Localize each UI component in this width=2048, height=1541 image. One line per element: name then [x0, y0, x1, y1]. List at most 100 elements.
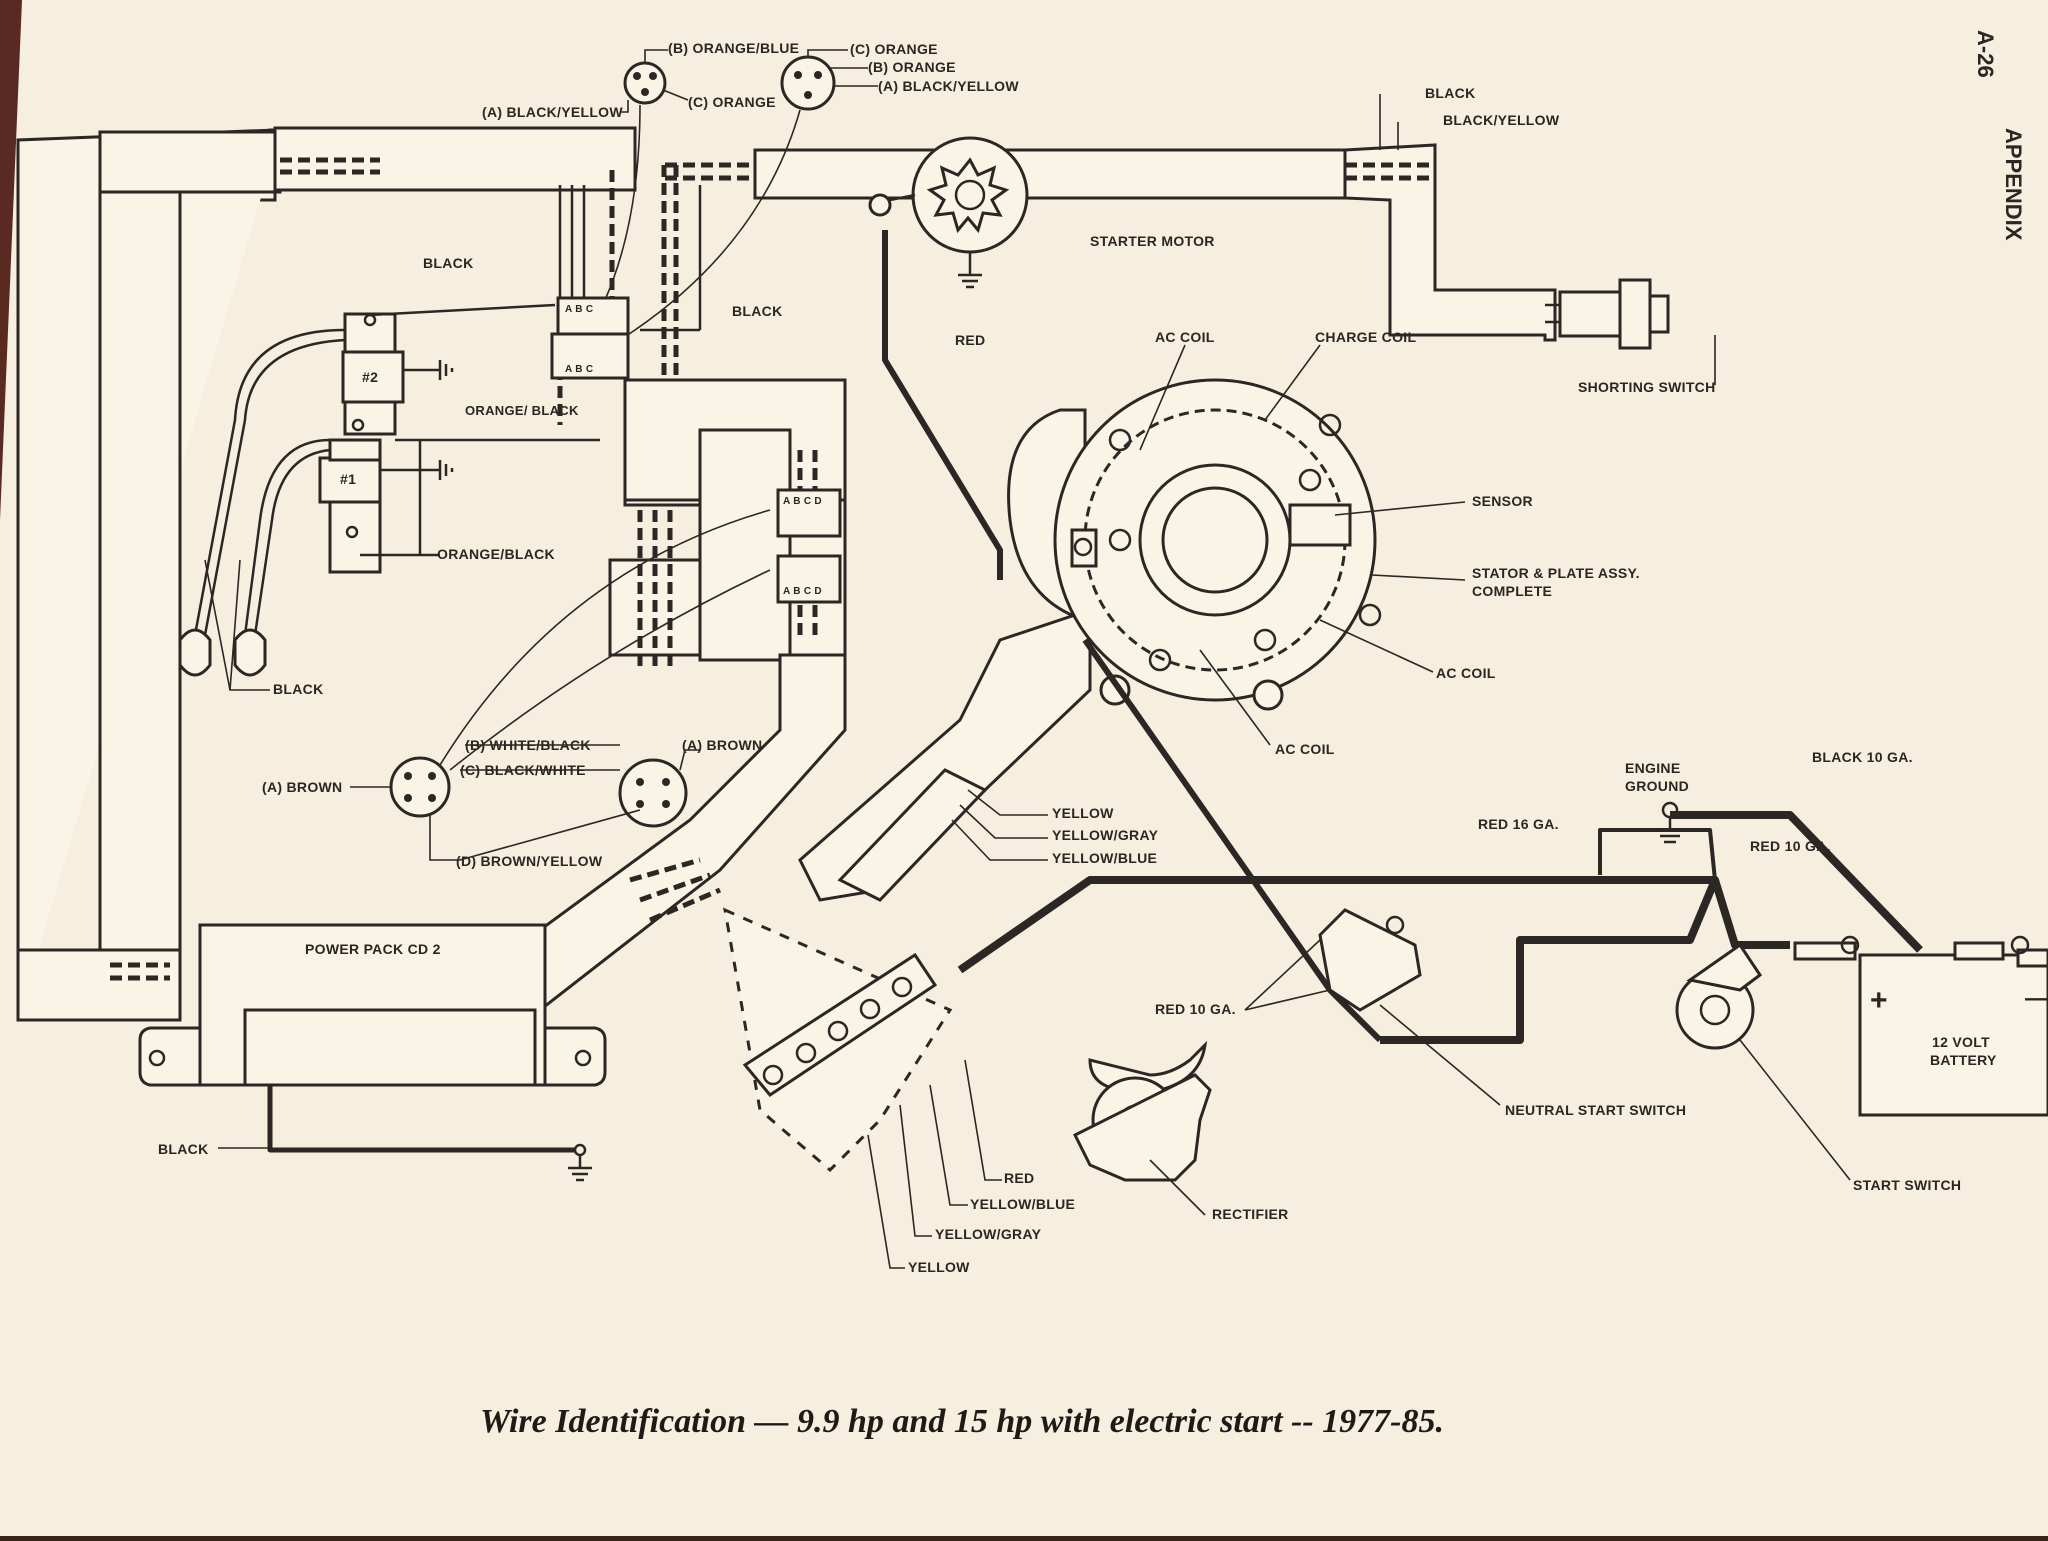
harness-dash-pp-3 — [649, 887, 721, 923]
leader-a-brown-right — [679, 749, 700, 771]
spark-plug-boot-1 — [178, 628, 212, 677]
label-black-top-right: BLACK — [1425, 85, 1476, 101]
leader-red-10ga-mid — [1244, 989, 1331, 1011]
label-top-left-a: (A) BLACK/YELLOW — [482, 104, 623, 120]
svg-text:A B C: A B C — [565, 304, 593, 315]
label-yellow-mid: YELLOW — [1052, 805, 1114, 821]
ground-symbol-pp — [568, 1143, 592, 1182]
label-black-10ga: BLACK 10 GA. — [1812, 749, 1913, 765]
leader-top-right-c — [807, 49, 848, 57]
label-yellow-gray-mid: YELLOW/GRAY — [1052, 827, 1159, 843]
spark-plug-wire-2 — [243, 438, 331, 636]
leader-yellow-blue-mid — [951, 819, 1048, 861]
label-yellow-gray-bottom: YELLOW/GRAY — [935, 1226, 1042, 1242]
leader-yellow-gray-mid — [959, 804, 1048, 839]
label-a-brown-right: (A) BROWN — [682, 737, 762, 753]
label-black-left-coils: BLACK — [273, 681, 324, 697]
page-number: A-26 — [1973, 30, 1998, 78]
leader-stator — [1371, 574, 1466, 581]
leader-b-white-black — [439, 509, 771, 766]
connector-brown-right — [618, 758, 688, 828]
label-battery-2: BATTERY — [1930, 1052, 1997, 1068]
connector-abc: A B C A B C — [550, 296, 630, 380]
label-neutral-start-switch: NEUTRAL START SWITCH — [1505, 1102, 1686, 1118]
label-yellow-blue-bottom: YELLOW/BLUE — [970, 1196, 1075, 1212]
svg-text:—: — — [2025, 985, 2048, 1012]
label-top-right-c: (C) ORANGE — [850, 41, 938, 57]
harness-top-left — [98, 130, 282, 194]
stator-plate-assembly — [1007, 378, 1382, 711]
label-black-mid: BLACK — [732, 303, 783, 319]
leader-rectifier — [1149, 1159, 1206, 1216]
shorting-switch — [1545, 278, 1670, 350]
leader-top-left-c — [662, 89, 689, 101]
leader-yellow-blue-bottom — [929, 1084, 968, 1206]
label-c-black-white: (C) BLACK/WHITE — [460, 762, 586, 778]
connector-abcd: A B C D A B C D — [776, 488, 842, 604]
label-power-pack: POWER PACK CD 2 — [305, 941, 441, 957]
label-ac-coil-bottom: AC COIL — [1275, 741, 1335, 757]
label-red-10ga-mid: RED 10 GA. — [1155, 1001, 1236, 1017]
spark-plug-wire-1b — [203, 338, 346, 636]
label-red-bottom: RED — [1004, 1170, 1034, 1186]
label-battery-1: 12 VOLT — [1932, 1034, 1990, 1050]
harness-dash-pp-2 — [639, 872, 711, 903]
svg-text:A B C D: A B C D — [783, 586, 822, 597]
leader-red-bottom — [964, 1059, 1002, 1181]
harness-yellow-group — [837, 768, 988, 902]
figure-caption: Wire Identification — 9.9 hp and 15 hp w… — [480, 1403, 1444, 1440]
leader-neutral-start — [1379, 1004, 1501, 1106]
spark-plug-wire-1 — [193, 328, 346, 636]
wire-black-10ga — [1670, 811, 1923, 953]
harness-center-inner — [698, 428, 792, 662]
spark-plug-wire-2b — [253, 448, 331, 636]
section-title: APPENDIX — [2001, 128, 2026, 241]
svg-text:+: + — [1870, 984, 1888, 1017]
label-start-switch: START SWITCH — [1853, 1177, 1961, 1193]
label-stator-2: COMPLETE — [1472, 583, 1552, 599]
leader-start-switch — [1739, 1039, 1851, 1181]
harness-left-bottom — [16, 948, 182, 1022]
label-d-brown-yellow: (D) BROWN/YELLOW — [456, 853, 603, 869]
svg-text:A B C: A B C — [565, 364, 593, 375]
label-a-brown-left: (A) BROWN — [262, 779, 342, 795]
connector-top-right — [780, 55, 836, 111]
starter-motor — [868, 136, 1029, 289]
svg-text:#2: #2 — [362, 369, 378, 385]
leader-yellow-gray-bottom — [899, 1104, 932, 1237]
label-yellow-blue-mid: YELLOW/BLUE — [1052, 850, 1157, 866]
label-red-upper: RED — [955, 332, 985, 348]
label-engine-ground-2: GROUND — [1625, 778, 1689, 794]
start-switch — [1675, 942, 1763, 1050]
label-stator-1: STATOR & PLATE ASSY. — [1472, 565, 1640, 581]
ground-symbol-coil-2 — [403, 360, 454, 380]
label-top-right-b: (B) ORANGE — [868, 59, 956, 75]
connector-top-left — [623, 61, 667, 105]
leader-c-black-white — [449, 569, 771, 771]
rectifier — [1072, 1040, 1212, 1182]
page-shadow — [0, 0, 22, 520]
leader-yellow-bottom — [867, 1134, 905, 1269]
harness-top-right — [753, 148, 1347, 200]
power-pack-cd2 — [138, 923, 607, 1087]
leader-ac-coil-top — [1139, 344, 1186, 451]
label-shorting-switch: SHORTING SWITCH — [1578, 379, 1716, 395]
label-red-16ga: RED 16 GA. — [1478, 816, 1559, 832]
label-orange-black-2: ORANGE/BLACK — [437, 546, 555, 562]
leader-red-10ga-mid-2 — [1244, 939, 1321, 1011]
wire-red-starter — [882, 230, 1003, 580]
wire-black-to-coil2 — [369, 303, 556, 317]
ignition-coil-1: #1 — [318, 438, 382, 574]
label-orange-black-1: ORANGE/ BLACK — [465, 403, 579, 418]
label-charge-coil: CHARGE COIL — [1315, 329, 1416, 345]
terminal-block — [723, 907, 953, 1173]
wire-red-10ga-switch — [1380, 878, 1719, 1044]
leader-yellow-mid — [967, 789, 1048, 816]
leader-sensor — [1334, 501, 1466, 516]
harness-right-arm — [1343, 143, 1557, 342]
label-ac-coil-right: AC COIL — [1436, 665, 1496, 681]
label-red-10ga-right: RED 10 GA. — [1750, 838, 1831, 854]
label-yellow-bottom: YELLOW — [908, 1259, 970, 1275]
